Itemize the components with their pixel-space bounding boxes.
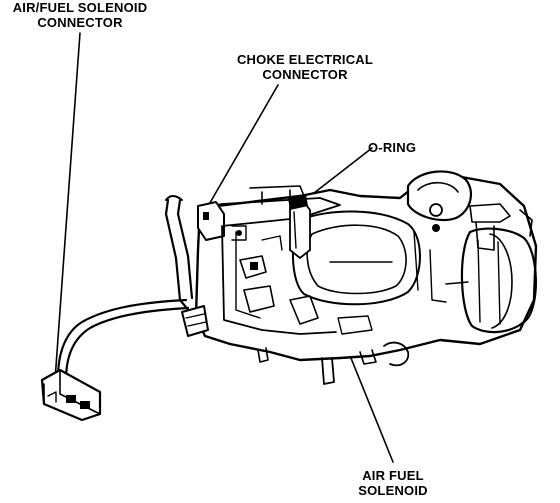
leader-afs-connector — [54, 32, 81, 381]
leader-choke — [206, 84, 279, 209]
label-air-fuel-solenoid: AIR FUEL SOLENOID — [338, 468, 448, 498]
carburetor-body — [181, 170, 538, 385]
label-line: CONNECTOR — [262, 67, 348, 82]
label-line: CHOKE ELECTRICAL — [236, 52, 374, 67]
leader-oring — [304, 147, 373, 201]
solenoid-body — [289, 201, 311, 259]
label-choke-electrical-connector: CHOKE ELECTRICAL CONNECTOR — [210, 52, 400, 82]
label-line: AIR FUEL — [362, 468, 424, 483]
label-o-ring: O-RING — [368, 140, 438, 155]
label-line: SOLENOID — [358, 483, 428, 498]
choke-housing — [460, 227, 537, 334]
wire-harness — [40, 298, 190, 422]
choke-connector-block — [197, 201, 225, 241]
venturi-opening — [292, 210, 421, 306]
label-line: AIR/FUEL SOLENOID — [12, 0, 148, 15]
label-line: O-RING — [368, 140, 417, 155]
mounting-bolt-left — [181, 305, 209, 337]
label-air-fuel-solenoid-connector: AIR/FUEL SOLENOID CONNECTOR — [0, 0, 160, 30]
bottom-stud — [321, 357, 335, 385]
label-line: CONNECTOR — [37, 15, 123, 30]
choke-cap — [406, 170, 473, 222]
fuel-line-tube — [164, 195, 194, 314]
